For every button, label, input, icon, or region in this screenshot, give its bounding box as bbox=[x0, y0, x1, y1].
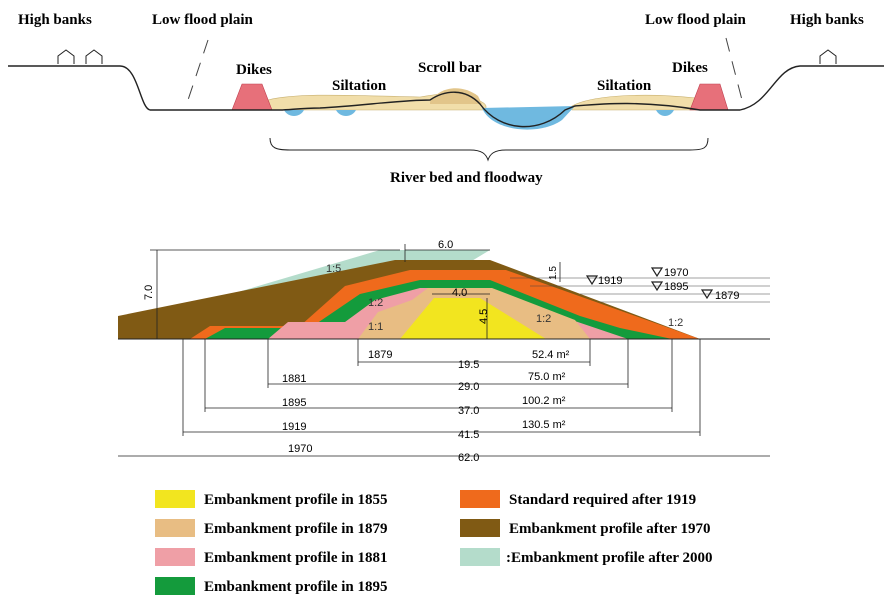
siltation-right-fill bbox=[571, 94, 697, 111]
level-1895-icon bbox=[650, 281, 664, 292]
dim-1970-width: 62.0 bbox=[458, 452, 479, 464]
height-1855-label: 4.5 bbox=[478, 309, 490, 324]
dim-1881-width: 29.0 bbox=[458, 381, 479, 393]
dim-1879-area: 52.4 m² bbox=[532, 349, 570, 361]
slope-right-inner-label: 1:2 bbox=[536, 313, 551, 325]
slope-right-outer-label: 1:2 bbox=[668, 317, 683, 329]
dikes-left-label: Dikes bbox=[236, 62, 272, 78]
high-banks-left-label: High banks bbox=[18, 12, 92, 28]
dim-1919-year: 1919 bbox=[282, 421, 306, 433]
crest-1855-label: 4.0 bbox=[452, 287, 467, 299]
level-1879-label: 1879 bbox=[715, 290, 739, 302]
pool-right bbox=[656, 110, 674, 116]
legend-swatch-1919 bbox=[460, 490, 500, 508]
level-1970-label: 1970 bbox=[664, 267, 688, 279]
slope-1855-label: 1:1 bbox=[368, 321, 383, 333]
legend-swatch-1879 bbox=[155, 519, 195, 537]
legend-swatch-2000 bbox=[460, 548, 500, 566]
legend-swatch-1895 bbox=[155, 577, 195, 595]
height-label: 7.0 bbox=[143, 285, 155, 300]
dim-1895-area: 100.2 m² bbox=[522, 395, 566, 407]
dim-1895-width: 37.0 bbox=[458, 405, 479, 417]
house-icon bbox=[57, 49, 837, 64]
embankment-profile: 7.0 6.0 1.5 1919 1970 1895 1879 1:5 1:2 … bbox=[118, 239, 770, 464]
dim-1919-area: 130.5 m² bbox=[522, 419, 566, 431]
legend-label-1881: Embankment profile in 1881 bbox=[204, 550, 388, 566]
river-bed-brace bbox=[269, 137, 709, 162]
level-1919-label: 1919 bbox=[598, 275, 622, 287]
crest-width-label: 6.0 bbox=[438, 239, 453, 251]
slope-1895-label: 1:2 bbox=[368, 297, 383, 309]
width-dims bbox=[118, 339, 770, 457]
pool-left-1 bbox=[284, 110, 304, 116]
legend-swatch-1855 bbox=[155, 490, 195, 508]
legend-label-1919: Standard required after 1919 bbox=[509, 492, 696, 508]
dike-left-shape bbox=[231, 83, 273, 111]
level-1879-icon bbox=[700, 289, 714, 300]
legend: Embankment profile in 1855 Embankment pr… bbox=[155, 490, 713, 595]
ground-profile-line bbox=[8, 65, 884, 128]
high-banks-right-label: High banks bbox=[790, 12, 864, 28]
dikes-right-label: Dikes bbox=[672, 60, 708, 76]
legend-swatch-1881 bbox=[155, 548, 195, 566]
river-cross-section: High banks Low flood plain Low flood pla… bbox=[8, 12, 884, 186]
scroll-bar-label: Scroll bar bbox=[418, 60, 482, 76]
dim-1879-year: 1879 bbox=[368, 349, 392, 361]
low-flood-plain-left-label: Low flood plain bbox=[152, 12, 254, 28]
level-1919-icon bbox=[585, 275, 599, 286]
dim-1879-width: 19.5 bbox=[458, 359, 479, 371]
dike-right-shape bbox=[689, 83, 729, 111]
dim-1919-width: 41.5 bbox=[458, 429, 479, 441]
legend-label-2000: :Embankment profile after 2000 bbox=[506, 550, 713, 566]
profile-1855 bbox=[400, 298, 546, 339]
scroll-bar-fill bbox=[430, 88, 482, 104]
freeboard-label: 1.5 bbox=[548, 266, 559, 280]
legend-label-1970: Embankment profile after 1970 bbox=[509, 521, 711, 537]
level-1895-label: 1895 bbox=[664, 281, 688, 293]
river-bed-label: River bed and floodway bbox=[390, 170, 543, 186]
dim-1895-year: 1895 bbox=[282, 397, 306, 409]
dim-1881-area: 75.0 m² bbox=[528, 371, 566, 383]
flood-plain-boundary-right bbox=[725, 37, 743, 101]
dim-1881-year: 1881 bbox=[282, 373, 306, 385]
siltation-left-label: Siltation bbox=[332, 78, 387, 94]
siltation-right-label: Siltation bbox=[597, 78, 652, 94]
pool-left-2 bbox=[336, 110, 356, 116]
level-1970-icon bbox=[650, 267, 664, 278]
legend-label-1855: Embankment profile in 1855 bbox=[204, 492, 388, 508]
flood-plain-boundary-left bbox=[187, 39, 209, 101]
slope-2000-label: 1:5 bbox=[326, 263, 341, 275]
low-flood-plain-right-label: Low flood plain bbox=[645, 12, 747, 28]
legend-swatch-1970 bbox=[460, 519, 500, 537]
dim-1970-year: 1970 bbox=[288, 443, 312, 455]
legend-label-1895: Embankment profile in 1895 bbox=[204, 579, 388, 595]
legend-label-1879: Embankment profile in 1879 bbox=[204, 521, 388, 537]
